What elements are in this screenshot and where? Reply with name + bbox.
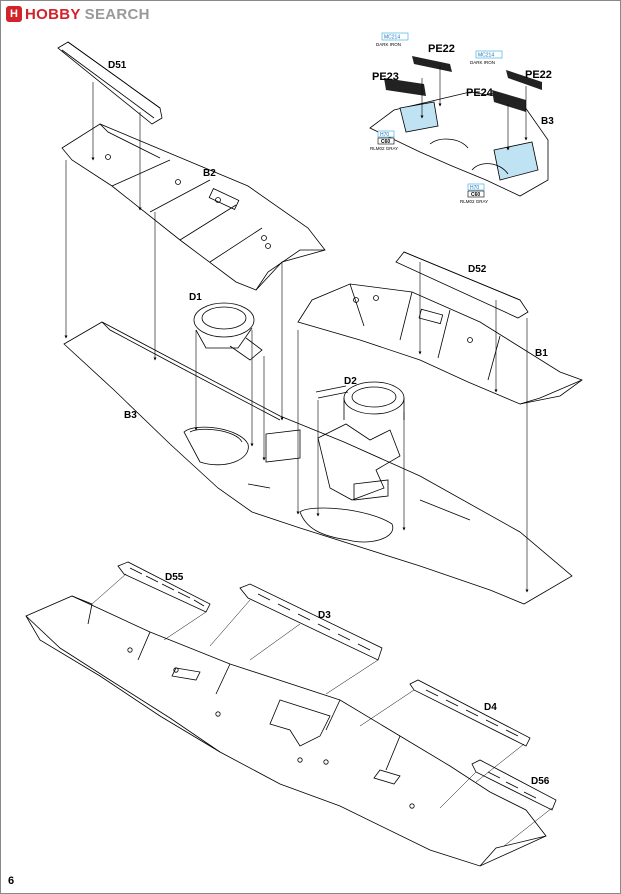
watermark-brand-part1: HOBBY (25, 5, 81, 23)
label-d1: D1 (189, 292, 202, 303)
label-pe22-left: PE22 (428, 43, 455, 55)
page-number: 6 (8, 875, 15, 887)
paint-callout-left-dark-iron: MC214 DARK IRON (376, 32, 409, 47)
d56-part (471, 759, 557, 811)
d55-part (117, 561, 211, 613)
label-b1: B1 (535, 348, 548, 359)
hobby-search-logo-icon: H (6, 6, 22, 22)
dark-iron-name-left: DARK IRON (376, 42, 401, 47)
b1-part (297, 283, 583, 405)
dark-iron-code-right: MC214 (478, 53, 494, 59)
pe-parts (384, 56, 542, 112)
label-pe22-right: PE22 (525, 69, 552, 81)
part-labels: D51 B2 D1 D52 B1 D2 B3 D55 D3 D4 D56 PE2… (108, 43, 554, 787)
watermark-logo: H HOBBY SEARCH (6, 4, 150, 24)
lower-wing-assembly (25, 595, 547, 867)
b2-part (61, 123, 326, 291)
label-b3: B3 (124, 410, 137, 421)
d2-part (315, 381, 405, 420)
flap-attachment-lines (91, 573, 553, 847)
d52-part (395, 251, 529, 319)
d4-part (409, 679, 531, 747)
paint-callout-right-dark-iron: MC214 DARK IRON (470, 50, 503, 65)
d1-part (193, 302, 263, 361)
rlm02-c-left: C60 (381, 139, 390, 145)
rlm02-name-right: RLM02 GRAY (460, 199, 488, 204)
label-pe24: PE24 (466, 87, 494, 99)
pe24-part (492, 90, 526, 112)
pe23-part (384, 78, 426, 96)
paint-callout-right-rlm02: H70 C60 RLM02 GRAY (460, 183, 488, 204)
label-pe23: PE23 (372, 71, 399, 83)
pe22-left-part (412, 56, 452, 72)
pe22-right-part (506, 70, 542, 90)
d3-part (239, 583, 383, 661)
dark-iron-name-right: DARK IRON (470, 60, 495, 65)
dark-iron-code-left: MC214 (384, 35, 400, 41)
label-d3: D3 (318, 610, 331, 621)
label-d51: D51 (108, 60, 127, 71)
rlm02-name-left: RLM02 GRAY (370, 146, 398, 151)
label-d4: D4 (484, 702, 497, 713)
label-d52: D52 (468, 264, 487, 275)
d51-part (57, 41, 163, 125)
leader-lines (64, 66, 529, 593)
label-d56: D56 (531, 776, 550, 787)
label-b3-detail: B3 (541, 116, 554, 127)
b3-detail-part (369, 91, 549, 197)
label-d2: D2 (344, 376, 357, 387)
label-d55: D55 (165, 572, 184, 583)
rlm02-c-right: C60 (471, 192, 480, 198)
label-b2: B2 (203, 168, 216, 179)
paint-callout-left-rlm02: H70 C60 RLM02 GRAY (370, 130, 398, 151)
watermark-brand-part2: SEARCH (84, 5, 150, 23)
rlm02-code-left: H70 (380, 132, 389, 138)
rlm02-code-right: H70 (470, 185, 479, 191)
